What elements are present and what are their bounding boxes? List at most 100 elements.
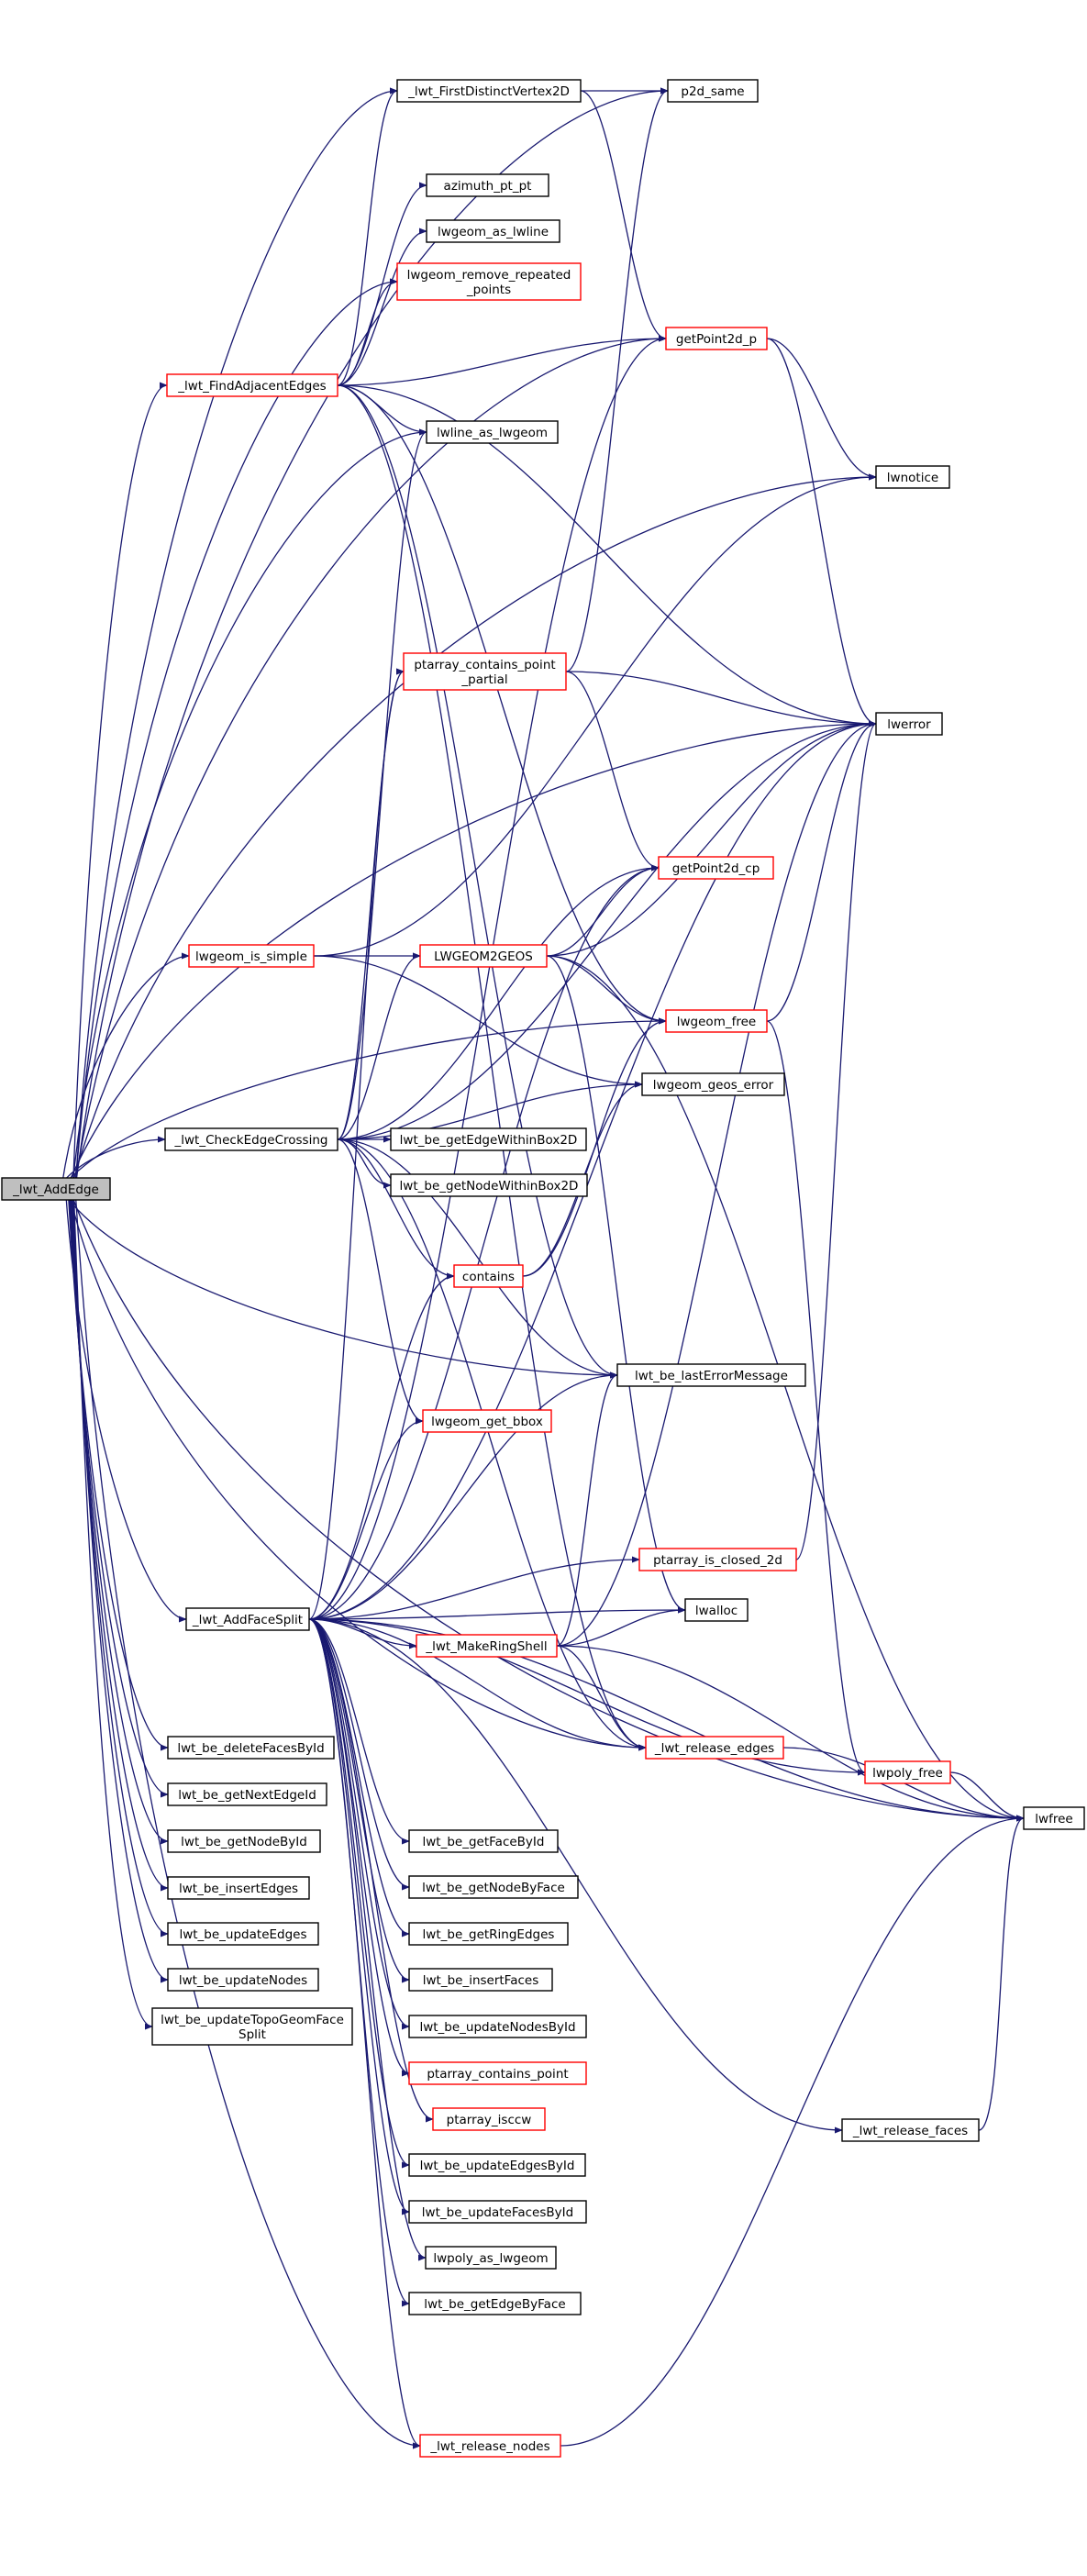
edge-add_face_split-to-release_faces: [308, 1618, 843, 2134]
node-box: [1, 1177, 111, 1201]
node-lwline-as-lwgeom[interactable]: lwline_as_lwgeom: [426, 420, 559, 444]
node-box: [166, 373, 338, 397]
node-edge-within-box[interactable]: lwt_be_getEdgeWithinBox2D: [390, 1127, 587, 1151]
node-make-ring-shell[interactable]: _lwt_MakeRingShell: [416, 1634, 558, 1658]
node-get-edge-by-face[interactable]: lwt_be_getEdgeByFace: [408, 2292, 582, 2315]
node-label: _lwt_release_faces: [852, 2124, 968, 2138]
node-lwalloc[interactable]: lwalloc: [684, 1598, 749, 1622]
node-label: _lwt_release_edges: [654, 1741, 774, 1756]
node-get-ring-edges[interactable]: lwt_be_getRingEdges: [408, 1922, 569, 1946]
node-label: lwnotice: [887, 471, 938, 485]
node-box: [408, 2061, 587, 2085]
edge-add_face_split-to-contains: [308, 1272, 455, 1620]
edge-check_crossing-to-geos_error: [337, 1081, 643, 1140]
node-find-adjacent[interactable]: _lwt_FindAdjacentEdges: [166, 373, 338, 397]
node-update-edges[interactable]: lwt_be_updateEdges: [167, 1922, 319, 1946]
edge-add_face_split-to-get_node_by_face: [308, 1618, 410, 1891]
edge-find_adjacent-to-first_distinct: [337, 87, 398, 386]
node-box: [425, 2246, 557, 2270]
node-get-node-by-id[interactable]: lwt_be_getNodeById: [167, 1829, 321, 1853]
node-label: getPoint2d_cp: [672, 861, 760, 876]
node-lwpoly-free[interactable]: lwpoly_free: [864, 1760, 951, 1784]
edge-find_adjacent-to-lwerror: [337, 384, 877, 727]
node-update-faces-by-id[interactable]: lwt_be_updateFacesById: [408, 2200, 587, 2224]
node-box: [188, 944, 315, 968]
node-lwgeom-free[interactable]: lwgeom_free: [665, 1009, 768, 1033]
node-azimuth[interactable]: azimuth_pt_pt: [426, 173, 549, 197]
node-lwerror[interactable]: lwerror: [875, 712, 943, 736]
node-box: [422, 1409, 552, 1433]
node-release-faces[interactable]: _lwt_release_faces: [841, 2118, 980, 2142]
node-lwgeom-as-lwline[interactable]: lwgeom_as_lwline: [426, 219, 560, 243]
node-box: [390, 1173, 588, 1197]
node-is-simple[interactable]: lwgeom_is_simple: [188, 944, 315, 968]
node-add-face-split[interactable]: _lwt_AddFaceSplit: [185, 1607, 310, 1631]
node-box: [408, 1968, 553, 1992]
node-remove-repeated[interactable]: lwgeom_remove_repeated_points: [396, 262, 582, 301]
node-box: [426, 420, 559, 444]
node-release-edges[interactable]: _lwt_release_edges: [645, 1736, 784, 1760]
node-lwgeom2geos[interactable]: LWGEOM2GEOS: [419, 944, 548, 968]
edge-add_face_split-to-release_nodes: [308, 1618, 421, 2449]
node-box: [167, 1968, 319, 1992]
edge-add_face_split-to-update_faces_by_id: [308, 1618, 410, 2215]
edge-find_adjacent-to-lwline_as_lwgeom: [337, 384, 427, 436]
node-release-nodes[interactable]: _lwt_release_nodes: [419, 2434, 561, 2458]
edge-check_crossing-to-release_edges: [337, 1138, 647, 1751]
node-lwpoly-as-lwgeom[interactable]: lwpoly_as_lwgeom: [425, 2246, 557, 2270]
node-get-face-by-id[interactable]: lwt_be_getFaceById: [408, 1829, 559, 1853]
node-label: lwpoly_free: [872, 1766, 943, 1781]
edge-root-to-release_nodes: [74, 1188, 421, 2449]
node-get-bbox[interactable]: lwgeom_get_bbox: [422, 1409, 552, 1433]
node-lwnotice[interactable]: lwnotice: [875, 465, 950, 489]
node-update-nodes-by-id[interactable]: lwt_be_updateNodesById: [408, 2015, 587, 2038]
edge-add_face_split-to-closed_2d: [308, 1556, 640, 1620]
node-root[interactable]: _lwt_AddEdge: [1, 1177, 111, 1201]
edge-lwpoly_free-to-lwfree: [949, 1771, 1025, 1822]
edge-contains-to-lwgeom_free: [522, 1017, 667, 1277]
node-first-distinct[interactable]: _lwt_FirstDistinctVertex2D: [396, 79, 582, 103]
edge-ptarray_partial-to-getpoint2d_cp: [565, 671, 660, 872]
edge-check_crossing-to-contains: [337, 1138, 455, 1280]
node-box: [151, 2007, 353, 2046]
node-ptarray-partial[interactable]: ptarray_contains_point_partial: [403, 652, 567, 691]
edge-add_face_split-to-get_bbox: [308, 1417, 424, 1620]
node-node-within-box[interactable]: lwt_be_getNodeWithinBox2D: [390, 1173, 588, 1197]
node-p2d-same[interactable]: p2d_same: [667, 79, 759, 103]
edge-root-to-update_topogeom: [72, 1188, 153, 2030]
node-next-edge[interactable]: lwt_be_getNextEdgeId: [167, 1782, 327, 1806]
node-box: [167, 1736, 335, 1760]
node-contains[interactable]: contains: [453, 1264, 524, 1288]
node-box: [416, 1634, 558, 1658]
node-label: _lwt_AddEdge: [12, 1183, 99, 1197]
node-update-edges-by-id[interactable]: lwt_be_updateEdgesById: [408, 2153, 586, 2177]
edge-lwgeom_free-to-lwerror: [766, 720, 877, 1022]
node-ptarray-isccw[interactable]: ptarray_isccw: [432, 2107, 546, 2131]
node-label: lwt_be_updateEdges: [179, 1927, 306, 1942]
node-ptarray-contains-point[interactable]: ptarray_contains_point: [408, 2061, 587, 2085]
edge-is_simple-to-lwnotice: [313, 473, 877, 957]
node-label: lwgeom_free: [677, 1015, 756, 1029]
node-update-nodes[interactable]: lwt_be_updateNodes: [167, 1968, 319, 1992]
node-box: [167, 1829, 321, 1853]
node-insert-edges[interactable]: lwt_be_insertEdges: [167, 1876, 310, 1900]
edge-add_face_split-to-lwpoly_free: [308, 1618, 866, 1776]
node-getpoint2d-p[interactable]: getPoint2d_p: [665, 327, 768, 350]
node-geos-error[interactable]: lwgeom_geos_error: [641, 1072, 785, 1096]
edge-root-to-release_edges: [67, 1188, 647, 1751]
edges-layer: [57, 87, 1025, 2449]
node-get-node-by-face[interactable]: lwt_be_getNodeByFace: [408, 1875, 579, 1899]
node-delete-faces[interactable]: lwt_be_deleteFacesById: [167, 1736, 335, 1760]
edge-find_adjacent-to-lwgeom_free: [337, 384, 667, 1025]
node-label: getPoint2d_p: [676, 332, 757, 347]
node-last-error[interactable]: lwt_be_lastErrorMessage: [616, 1363, 806, 1387]
node-insert-faces[interactable]: lwt_be_insertFaces: [408, 1968, 553, 1992]
node-getpoint2d-cp[interactable]: getPoint2d_cp: [658, 856, 774, 880]
node-lwfree[interactable]: lwfree: [1023, 1806, 1085, 1830]
node-check-crossing[interactable]: _lwt_CheckEdgeCrossing: [164, 1127, 338, 1151]
edge-lwgeom2geos-to-lwgeom_free: [546, 955, 667, 1025]
edge-add_face_split-to-insert_faces: [308, 1618, 410, 1983]
node-closed-2d[interactable]: ptarray_is_closed_2d: [638, 1548, 797, 1571]
edge-ptarray_partial-to-p2d_same: [565, 87, 669, 672]
